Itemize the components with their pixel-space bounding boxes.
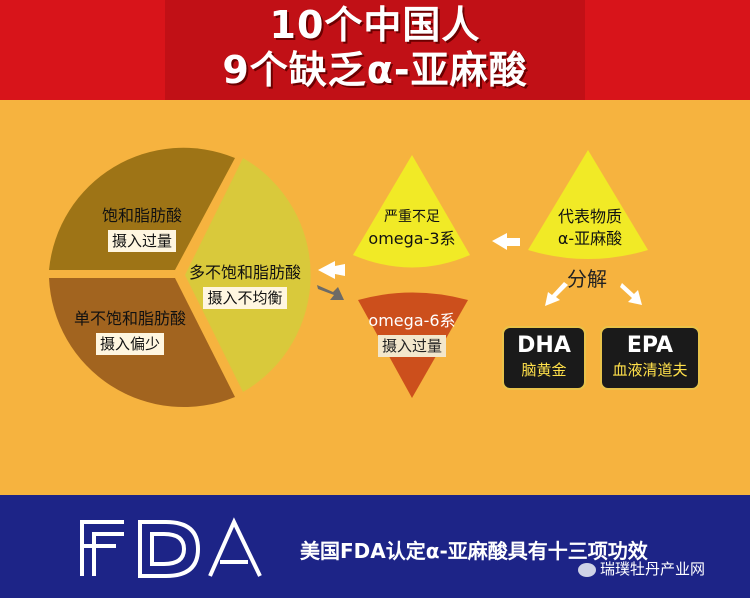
- mono-label: 单不饱和脂肪酸: [73, 309, 186, 328]
- main-area: 饱和脂肪酸 摄入过量 单不饱和脂肪酸 摄入偏少 多不饱和脂肪酸 摄入不均衡 严重…: [0, 100, 750, 495]
- watermark: 瑞璞牡丹产业网: [578, 558, 705, 579]
- omega3-wedge-arc: [353, 255, 470, 268]
- pie-slice-poly: [185, 158, 311, 392]
- representative-line-1: 代表物质: [557, 207, 622, 226]
- omega3-wedge: [353, 155, 470, 265]
- mono-label-group: 单不饱和脂肪酸 摄入偏少: [55, 308, 205, 355]
- poly-tag: 摄入不均衡: [203, 287, 287, 309]
- title-line-1: 10个中国人: [269, 3, 481, 47]
- omega3-label-group: 严重不足 omega-3系: [362, 206, 462, 250]
- title-line-2: 9个缺乏α-亚麻酸: [222, 48, 528, 92]
- pie-slice-saturated: [49, 147, 235, 270]
- arrow-down-left-icon: [545, 282, 568, 306]
- representative-line-2: α-亚麻酸: [557, 229, 623, 248]
- saturated-tag: 摄入过量: [107, 230, 176, 252]
- footer-banner: [0, 495, 750, 598]
- epa-sub: 血液清道夫: [612, 361, 688, 379]
- diagram: [49, 147, 648, 408]
- saturated-label: 饱和脂肪酸: [101, 206, 182, 225]
- arrow-down-right-icon-2: [620, 283, 642, 305]
- representative-wedge: [528, 150, 648, 259]
- watermark-text: 瑞璞牡丹产业网: [600, 560, 706, 578]
- omega3-label: 严重不足: [384, 209, 440, 225]
- decompose-label: 分解: [567, 267, 607, 291]
- header-banner: [0, 0, 750, 100]
- saturated-label-group: 饱和脂肪酸 摄入过量: [72, 205, 212, 252]
- dha-sub: 脑黄金: [521, 361, 567, 379]
- poly-label: 多不饱和脂肪酸: [188, 263, 301, 282]
- omega6-tag: 摄入过量: [377, 335, 446, 357]
- epa-box: EPA 血液清道夫: [600, 326, 700, 390]
- arrow-right-icon-2: [492, 233, 520, 250]
- omega6-name: omega-6系: [368, 311, 456, 330]
- dha-box: DHA 脑黄金: [502, 326, 586, 390]
- wechat-icon: [578, 562, 596, 577]
- footer-text: 美国FDA认定α-亚麻酸具有十三项功效: [300, 539, 648, 563]
- mono-tag: 摄入偏少: [95, 333, 164, 355]
- poly-label-group: 多不饱和脂肪酸 摄入不均衡: [182, 262, 308, 309]
- header-shape: [0, 0, 750, 100]
- omega3-name: omega-3系: [368, 229, 456, 248]
- representative-label-group: 代表物质 α-亚麻酸: [540, 206, 640, 250]
- omega6-label-group: omega-6系 摄入过量: [362, 310, 462, 357]
- epa-title: EPA: [626, 333, 674, 358]
- dha-title: DHA: [517, 333, 571, 358]
- arrow-down-right-icon: [317, 285, 344, 300]
- arrow-right-icon: [318, 261, 345, 279]
- fda-logo: [80, 517, 262, 578]
